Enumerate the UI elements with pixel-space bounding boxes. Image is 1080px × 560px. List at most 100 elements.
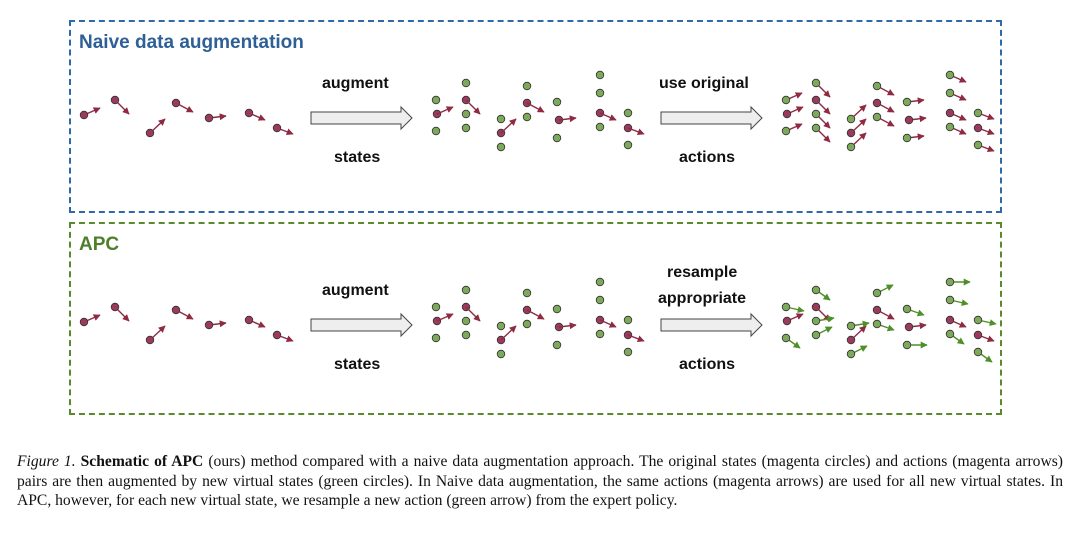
- figure-caption: Figure 1. Schematic of APC (ours) method…: [17, 452, 1063, 511]
- original-action-arrow: [465, 99, 481, 115]
- virtual-state: [461, 109, 471, 119]
- virtual-state: [595, 70, 605, 80]
- virtual-state: [552, 133, 562, 143]
- virtual-state: [846, 321, 856, 331]
- virtual-state: [522, 288, 532, 298]
- virtual-state: [872, 112, 882, 122]
- apc-scheme: [79, 277, 997, 363]
- appropriate-label: appropriate: [658, 290, 747, 307]
- virtual-state: [945, 70, 955, 80]
- virtual-state: [846, 142, 856, 152]
- virtual-state: [461, 123, 471, 133]
- original-state: [145, 335, 155, 345]
- original-state: [973, 123, 983, 133]
- original-state: [79, 110, 89, 120]
- virtual-state: [522, 112, 532, 122]
- original-action-arrow: [436, 313, 454, 322]
- states-label: states: [334, 356, 381, 373]
- virtual-state: [973, 140, 983, 150]
- process-arrow: [310, 105, 413, 131]
- virtual-state: [902, 97, 912, 107]
- states-label: states: [334, 149, 381, 166]
- original-state: [244, 108, 254, 118]
- original-state: [811, 302, 821, 312]
- virtual-state: [623, 315, 633, 325]
- virtual-state: [811, 285, 821, 295]
- panel-title: APC: [79, 234, 120, 255]
- original-state: [171, 305, 181, 315]
- virtual-state: [872, 81, 882, 91]
- original-state: [272, 330, 282, 340]
- virtual-state: [811, 316, 821, 326]
- virtual-state: [461, 78, 471, 88]
- actions-label: actions: [679, 149, 736, 166]
- panel-title: Naive data augmentation: [79, 32, 304, 53]
- virtual-state: [811, 123, 821, 133]
- process-arrow: [660, 312, 763, 338]
- apc-panel: APC: [69, 222, 1002, 415]
- original-action-arrow: [500, 325, 517, 341]
- virtual-state: [902, 340, 912, 350]
- virtual-state: [811, 78, 821, 88]
- naive-scheme: [79, 70, 995, 153]
- virtual-state: [595, 277, 605, 287]
- augment-label: augment: [322, 282, 389, 299]
- virtual-state: [872, 319, 882, 329]
- virtual-state: [461, 285, 471, 295]
- naive-augmentation-panel: Naive data augmentation: [69, 20, 1002, 213]
- original-state: [811, 95, 821, 105]
- virtual-state: [623, 140, 633, 150]
- original-state: [110, 302, 120, 312]
- virtual-state: [945, 122, 955, 132]
- virtual-state: [623, 108, 633, 118]
- virtual-state: [811, 109, 821, 119]
- schematic-diagram: [79, 70, 997, 363]
- original-action-arrow: [526, 309, 545, 320]
- virtual-state: [781, 95, 791, 105]
- original-action-arrow: [465, 306, 481, 322]
- virtual-state: [496, 114, 506, 124]
- original-state: [145, 128, 155, 138]
- original-state: [782, 109, 792, 119]
- caption-bold-title: Schematic of APC: [80, 453, 204, 470]
- process-arrow: [660, 105, 763, 131]
- virtual-state: [811, 330, 821, 340]
- original-state: [244, 315, 254, 325]
- use-original-label: use original: [659, 75, 749, 92]
- original-state: [782, 316, 792, 326]
- original-action-arrow: [627, 334, 645, 343]
- original-action-arrow: [500, 118, 517, 134]
- virtual-state: [945, 277, 955, 287]
- virtual-state: [973, 108, 983, 118]
- virtual-state: [496, 349, 506, 359]
- virtual-state: [522, 81, 532, 91]
- virtual-state: [431, 302, 441, 312]
- virtual-state: [781, 333, 791, 343]
- original-state: [171, 98, 181, 108]
- virtual-state: [973, 347, 983, 357]
- original-action-arrow: [436, 106, 454, 115]
- virtual-state: [945, 88, 955, 98]
- original-state: [79, 317, 89, 327]
- original-state: [904, 322, 914, 332]
- virtual-state: [595, 122, 605, 132]
- original-state: [872, 98, 882, 108]
- virtual-state: [461, 330, 471, 340]
- virtual-state: [461, 316, 471, 326]
- original-state: [110, 95, 120, 105]
- virtual-state: [945, 295, 955, 305]
- original-state: [904, 115, 914, 125]
- virtual-state: [902, 133, 912, 143]
- augment-label: augment: [322, 75, 389, 92]
- virtual-state: [431, 333, 441, 343]
- virtual-state: [595, 329, 605, 339]
- virtual-state: [431, 95, 441, 105]
- original-state: [945, 315, 955, 325]
- caption-text: (ours) method compared with a naive data…: [17, 453, 1063, 509]
- resample-label: resample: [667, 264, 738, 281]
- virtual-state: [595, 295, 605, 305]
- original-state: [872, 305, 882, 315]
- virtual-state: [781, 126, 791, 136]
- virtual-state: [945, 329, 955, 339]
- original-action-arrow: [599, 112, 617, 121]
